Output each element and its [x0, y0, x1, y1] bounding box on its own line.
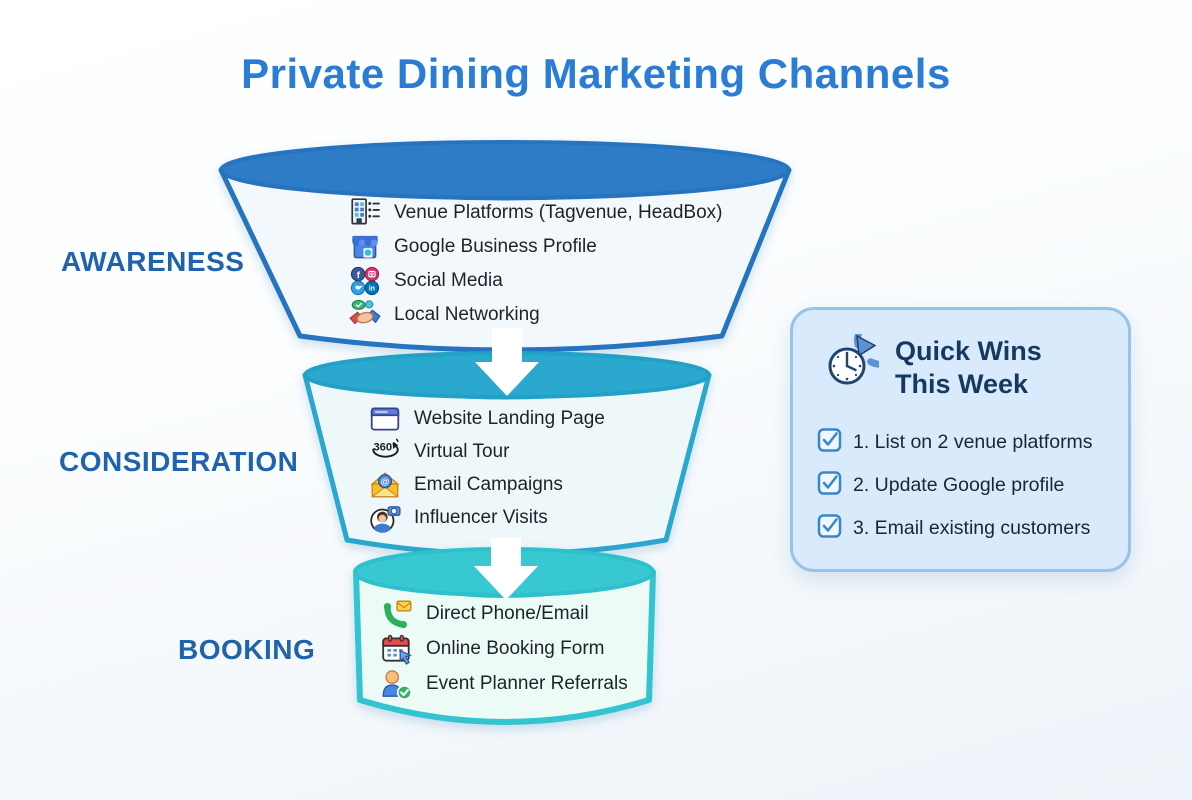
stage-label-awareness: AWARENESS [61, 246, 245, 277]
funnel-item: Influencer Visits [366, 501, 605, 534]
checklist-item-label: 2. Update Google profile [853, 474, 1065, 496]
funnel-item-label: Virtual Tour [414, 440, 510, 462]
funnel-item: Local Networking [346, 298, 722, 332]
funnel-item: Website Landing Page [366, 402, 605, 435]
arrow-down-icon [474, 538, 538, 600]
checkbox-checked-icon[interactable] [817, 513, 843, 544]
funnel-item: Google Business Profile [346, 230, 722, 264]
awareness-item-list: Venue Platforms (Tagvenue, HeadBox) Goog… [346, 196, 722, 332]
influencer-visits-icon [366, 501, 404, 535]
svg-text:f: f [357, 270, 361, 281]
funnel-item-label: Local Networking [394, 304, 540, 325]
checkbox-checked-icon[interactable] [817, 470, 843, 501]
funnel-item-label: Online Booking Form [426, 637, 605, 659]
funnel-item-label: Social Media [394, 270, 503, 291]
stage-label-consideration: CONSIDERATION [59, 446, 299, 477]
funnel-item-label: Event Planner Referrals [426, 672, 628, 694]
planner-referrals-icon [378, 667, 416, 701]
quick-wins-title-line2: This Week [895, 368, 1029, 399]
funnel-item: @ Email Campaigns [366, 468, 605, 501]
funnel-item-label: Google Business Profile [394, 236, 597, 257]
funnel-item-label: Influencer Visits [414, 506, 548, 528]
quick-wins-panel: Quick Wins This Week 1. List on 2 venue … [790, 307, 1131, 572]
social-media-icon: f in [346, 264, 384, 298]
funnel-item-label: Website Landing Page [414, 407, 605, 429]
booking-item-list: Direct Phone/Email Online Booking Form [378, 596, 628, 701]
funnel-item: Direct Phone/Email [378, 596, 628, 631]
stage-label-booking: BOOKING [178, 634, 316, 665]
clock-refresh-icon [817, 313, 910, 401]
funnel-stage-booking-shape [353, 547, 656, 725]
checklist-item-label: 1. List on 2 venue platforms [853, 431, 1093, 453]
quick-wins-title-line1: Quick Wins [895, 336, 1042, 367]
venue-platforms-icon [346, 196, 384, 230]
consideration-item-list: Website Landing Page 360° Virtual Tour @… [366, 402, 605, 534]
google-business-icon [346, 230, 384, 264]
page-title: Private Dining Marketing Channels [241, 50, 951, 97]
phone-email-icon [378, 597, 416, 631]
svg-text:@: @ [381, 476, 389, 486]
checklist-item: 2. Update Google profile [817, 464, 1108, 507]
local-networking-icon [346, 298, 384, 332]
funnel-item-label: Direct Phone/Email [426, 602, 589, 624]
website-landing-icon [366, 402, 404, 436]
quick-wins-title: Quick Wins This Week [895, 335, 1042, 400]
checkbox-checked-icon[interactable] [817, 427, 843, 458]
online-booking-icon [378, 632, 416, 666]
funnel-item: Event Planner Referrals [378, 666, 628, 701]
quick-wins-checklist: 1. List on 2 venue platforms 2. Update G… [817, 421, 1108, 550]
svg-text:in: in [369, 286, 375, 293]
arrow-down-icon [475, 328, 539, 396]
funnel-item-label: Email Campaigns [414, 473, 563, 495]
quick-wins-header: Quick Wins This Week [817, 313, 1108, 401]
funnel-item: f in Social Media [346, 264, 722, 298]
checklist-item: 3. Email existing customers [817, 507, 1108, 550]
funnel-item-label: Venue Platforms (Tagvenue, HeadBox) [394, 202, 723, 223]
svg-text:360°: 360° [373, 441, 396, 453]
funnel-item: Venue Platforms (Tagvenue, HeadBox) [346, 196, 722, 230]
funnel-item: Online Booking Form [378, 631, 628, 666]
checklist-item: 1. List on 2 venue platforms [817, 421, 1108, 464]
checklist-item-label: 3. Email existing customers [853, 517, 1091, 539]
funnel-item: 360° Virtual Tour [366, 435, 605, 468]
email-campaigns-icon: @ [366, 468, 404, 502]
virtual-tour-360-icon: 360° [366, 435, 404, 469]
